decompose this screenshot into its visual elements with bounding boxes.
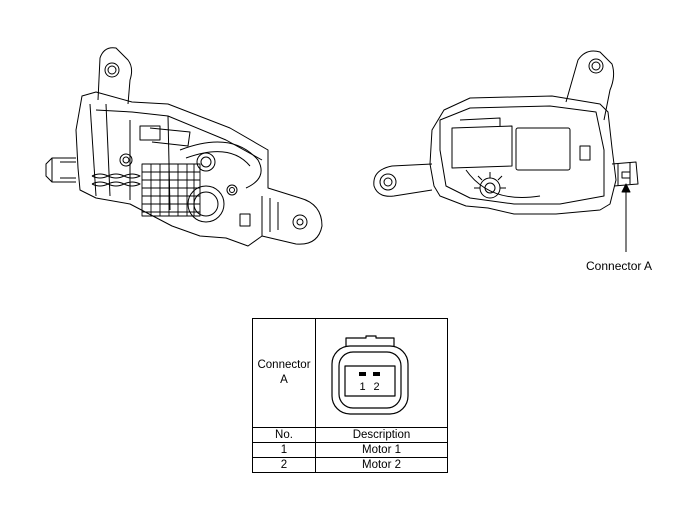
cell-description: Motor 1 [315,442,448,458]
cell-description: Motor 2 [315,457,448,473]
table-row: 2 Motor 2 [252,457,448,473]
actuator-front-view [45,47,323,247]
header-description: Description [315,427,448,443]
table-row: 1 Motor 1 [252,442,448,458]
connector-image-cell [315,318,448,428]
cell-no: 1 [252,442,316,458]
connector-name-cell: Connector A [252,318,316,428]
connector-name-line1: Connector [257,359,311,371]
cell-no: 2 [252,457,316,473]
actuator-rear-view [373,50,639,215]
connector-name-line2: A [280,374,288,386]
pin-description-table: Connector A No. Description 1 Motor 1 2 … [252,318,448,473]
header-no: No. [252,427,316,443]
table-header-row: No. Description [252,427,448,443]
callout-label-connector-a: Connector A [586,259,653,273]
table-row-connector: Connector A [252,318,448,428]
